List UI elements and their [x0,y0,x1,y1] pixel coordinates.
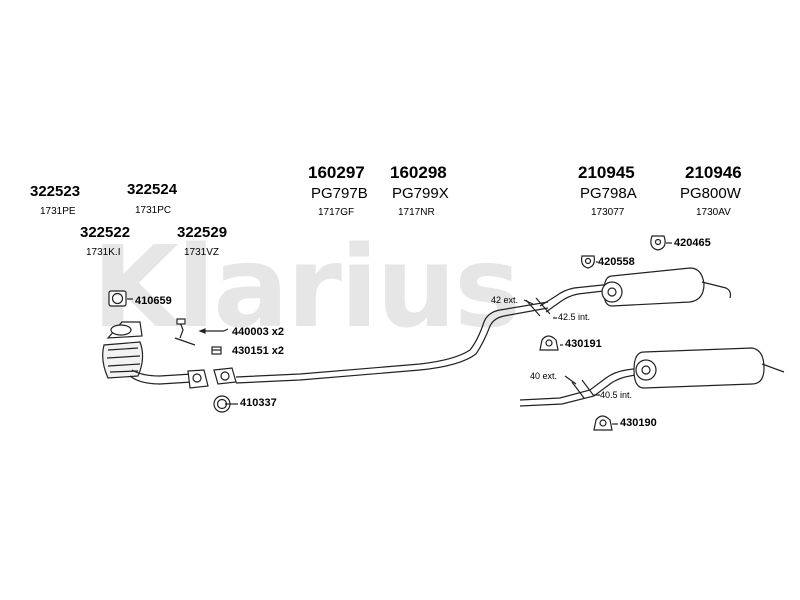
part-number-160298: 160298 [390,163,447,182]
catalytic-converter [102,321,144,379]
fitting-label-420558: 420558 [598,256,635,268]
hanger-icon-420558 [581,255,595,269]
part-number-322522: 322522 [80,224,131,241]
part-number-322523: 322523 [30,183,81,200]
dimension-lower-int: 40.5 int. [600,390,633,400]
part-ref-PG799X: PG799X [392,185,449,202]
part-code-1730AV: 1730AV [696,207,731,218]
oxygen-sensor-icon [174,318,196,346]
nut-icon-430151 [211,346,222,355]
part-number-210946: 210946 [685,163,742,182]
clamp-ring-icon-410659 [108,290,127,307]
part-code-173077: 173077 [591,207,625,218]
part-code-1731PE: 1731PE [40,206,76,217]
dimension-upper-int: 42.5 int. [558,312,591,322]
part-code-1731VZ: 1731VZ [184,247,220,258]
part-number-160297: 160297 [308,163,365,182]
lower-pipe [519,367,641,407]
part-code-1717NR: 1717NR [398,207,435,218]
fitting-label-410337: 410337 [240,397,277,409]
part-number-322529: 322529 [177,224,228,241]
part-number-210945: 210945 [578,163,635,182]
dimension-upper-ext: 42 ext. [491,295,519,305]
part-code-1731KI: 1731K.I [86,247,121,258]
fitting-label-430190: 430190 [620,417,657,429]
flange-gasket-icon [213,367,237,385]
part-ref-PG798A: PG798A [580,185,637,202]
front-pipe [129,369,209,389]
lower-rear-silencer [633,347,785,389]
brand-watermark: Klarius [92,223,521,353]
part-code-1731PC: 1731PC [135,205,172,216]
fitting-label-430151: 430151 x2 [232,345,284,357]
part-ref-PG797B: PG797B [311,185,368,202]
dimension-lower-ext: 40 ext. [530,371,558,381]
part-number-322524: 322524 [127,181,178,198]
part-ref-PG800W: PG800W [680,185,741,202]
fitting-label-430191: 430191 [565,338,602,350]
fitting-label-410659: 410659 [135,295,172,307]
centre-pipe [235,301,549,384]
fitting-label-420465: 420465 [674,237,711,249]
clamp-icon-430190 [593,415,613,431]
upper-rear-silencer [601,267,732,307]
bolt-icon-440003 [198,328,229,334]
clamp-icon-430191 [539,335,559,351]
hanger-icon-420465 [650,235,666,251]
fitting-label-440003: 440003 x2 [232,326,284,338]
upper-pipe-joint [525,283,613,317]
part-code-1717GF: 1717GF [318,207,355,218]
